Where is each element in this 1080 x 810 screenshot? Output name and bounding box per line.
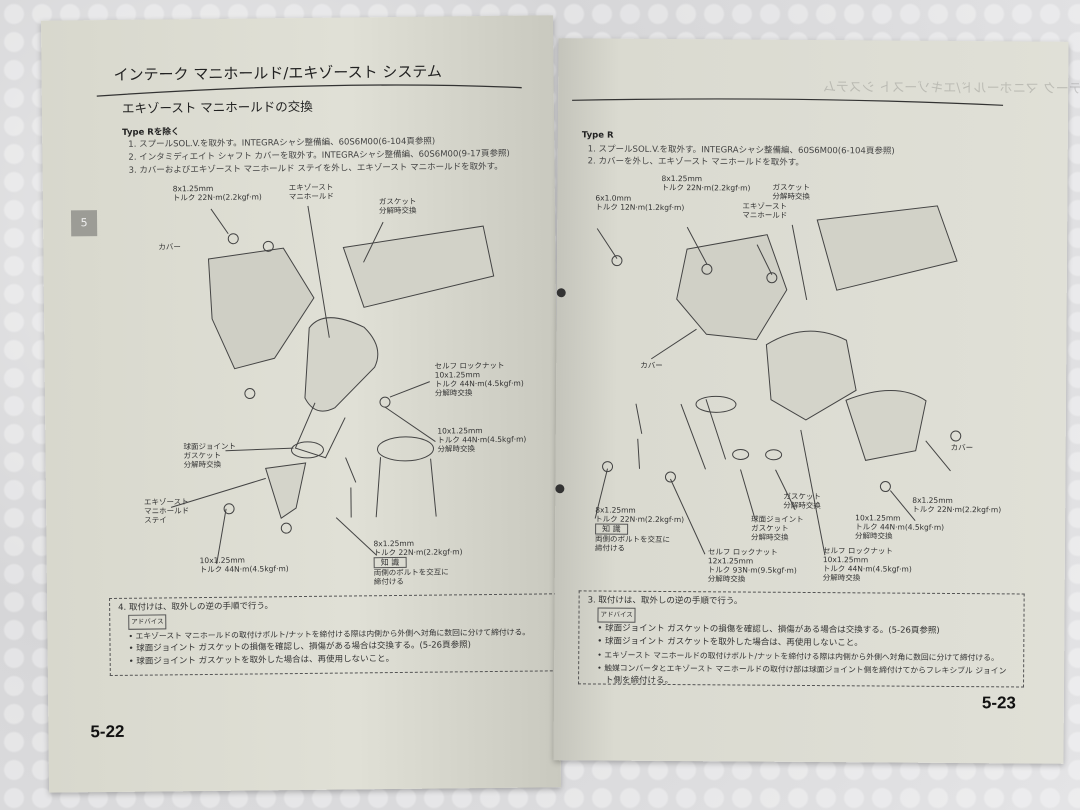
step: 2. カバーを外し、エキゾースト マニホールドを取外す。 <box>587 156 804 168</box>
label-gasket: ガスケット分解時交換 <box>378 196 417 216</box>
page-number: 5-22 <box>90 721 125 742</box>
label-stay: エキゾーストマニホールドステイ <box>143 497 190 525</box>
notes-box: 3. 取付けは、取外しの逆の手順で行う。 アドバイス • 球面ジョイント ガスケ… <box>578 590 1025 688</box>
label-cover: カバー <box>640 360 663 370</box>
step: 3. カバーおよびエキゾースト マニホールド ステイを外し、エキゾースト マニホ… <box>128 161 503 176</box>
header-rule <box>572 98 1004 106</box>
label-gasket: ガスケット分解時交換 <box>772 182 811 201</box>
section-title: エキゾースト マニホールドの交換 <box>121 98 313 116</box>
label-ball-joint-gasket: 球面ジョイントガスケット分解時交換 <box>183 441 236 470</box>
condition: Type Rを除く <box>122 127 180 138</box>
exhaust-manifold-diagram <box>594 205 962 556</box>
label-ball-joint-gasket: 球面ジョイントガスケット分解時交換 <box>751 514 804 542</box>
advice-tag: アドバイス <box>128 614 167 630</box>
label-manifold: エキゾーストマニホールド <box>742 201 788 220</box>
label-cover: カバー <box>158 242 181 252</box>
condition: Type R <box>581 130 614 141</box>
page-number: 5-23 <box>981 693 1016 713</box>
advice-tag: アドバイス <box>597 607 636 623</box>
right-page: インテーク マニホールド/エキゾースト システム Type R 1. スプールS… <box>553 38 1080 764</box>
header-rule <box>96 84 522 97</box>
exhaust-manifold-diagram <box>170 205 495 564</box>
left-page: インテーク マニホールド/エキゾースト システム エキゾースト マニホールドの交… <box>40 15 562 793</box>
label-manifold: エキゾーストマニホールド <box>288 182 334 202</box>
notes-box: 4. 取付けは、取外しの逆の手順で行う。 アドバイス • エキゾースト マニホー… <box>109 593 558 677</box>
label-gasket: ガスケット分解時交換 <box>783 491 821 511</box>
label-cover: カバー <box>950 442 974 453</box>
